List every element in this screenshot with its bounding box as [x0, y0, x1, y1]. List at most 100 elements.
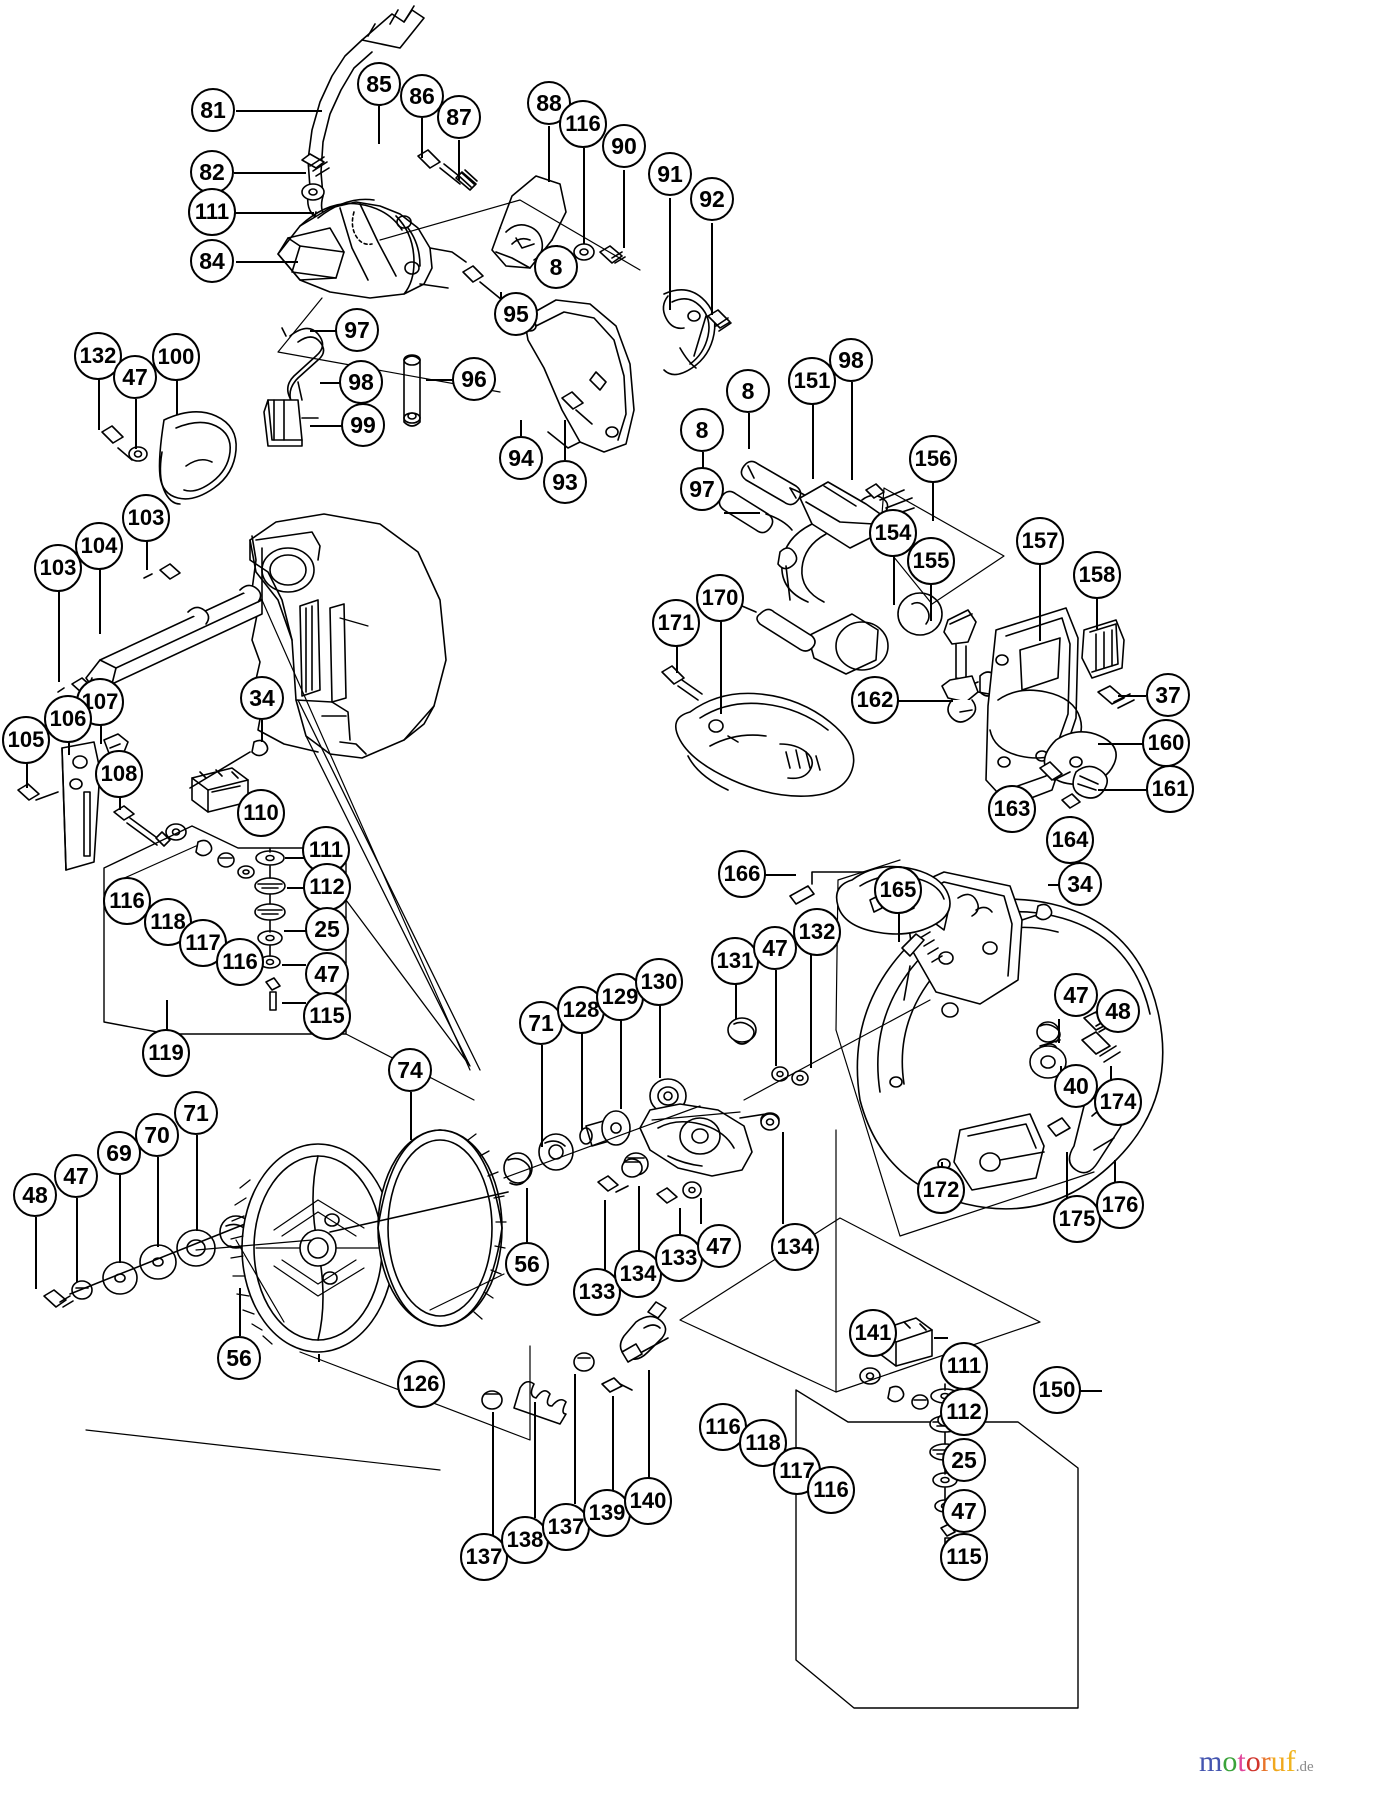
part-callout-8[interactable]: 8	[534, 245, 578, 289]
part-callout-131[interactable]: 131	[711, 937, 759, 985]
spring-lever-group	[481, 1301, 669, 1425]
part-callout-138[interactable]: 138	[501, 1516, 549, 1564]
part-callout-157[interactable]: 157	[1016, 517, 1064, 565]
part-callout-34[interactable]: 34	[1058, 862, 1102, 906]
part-callout-133[interactable]: 133	[655, 1234, 703, 1282]
leader-47c	[76, 1198, 78, 1282]
part-callout-137[interactable]: 137	[542, 1503, 590, 1551]
part-callout-105[interactable]: 105	[2, 716, 50, 764]
part-callout-163[interactable]: 163	[988, 785, 1036, 833]
part-callout-47[interactable]: 47	[113, 355, 157, 399]
part-callout-165[interactable]: 165	[874, 866, 922, 914]
part-callout-161[interactable]: 161	[1146, 765, 1194, 813]
part-callout-119[interactable]: 119	[142, 1029, 190, 1077]
part-callout-116[interactable]: 116	[807, 1466, 855, 1514]
part-callout-71[interactable]: 71	[519, 1001, 563, 1045]
part-callout-110[interactable]: 110	[237, 789, 285, 837]
part-callout-133[interactable]: 133	[573, 1268, 621, 1316]
part-callout-116[interactable]: 116	[559, 100, 607, 148]
part-callout-158[interactable]: 158	[1073, 551, 1121, 599]
part-callout-87[interactable]: 87	[437, 95, 481, 139]
part-callout-25[interactable]: 25	[942, 1438, 986, 1482]
part-callout-56[interactable]: 56	[505, 1242, 549, 1286]
leader-156	[932, 481, 934, 521]
part-callout-95[interactable]: 95	[494, 292, 538, 336]
part-callout-116[interactable]: 116	[216, 938, 264, 986]
part-callout-48[interactable]: 48	[1096, 989, 1140, 1033]
part-callout-47[interactable]: 47	[697, 1224, 741, 1268]
part-callout-160[interactable]: 160	[1142, 719, 1190, 767]
part-callout-47[interactable]: 47	[1054, 973, 1098, 1017]
part-callout-155[interactable]: 155	[907, 537, 955, 585]
part-callout-132[interactable]: 132	[793, 908, 841, 956]
part-callout-174[interactable]: 174	[1094, 1078, 1142, 1126]
part-callout-90[interactable]: 90	[602, 124, 646, 168]
part-callout-162[interactable]: 162	[851, 676, 899, 724]
part-callout-116[interactable]: 116	[103, 877, 151, 925]
part-callout-134[interactable]: 134	[614, 1250, 662, 1298]
part-callout-106[interactable]: 106	[44, 695, 92, 743]
part-callout-111[interactable]: 111	[188, 188, 236, 236]
part-callout-74[interactable]: 74	[388, 1048, 432, 1092]
part-callout-99[interactable]: 99	[341, 403, 385, 447]
part-callout-115[interactable]: 115	[303, 992, 351, 1040]
part-callout-47[interactable]: 47	[54, 1154, 98, 1198]
part-callout-98[interactable]: 98	[829, 338, 873, 382]
part-callout-97[interactable]: 97	[335, 308, 379, 352]
part-callout-71[interactable]: 71	[174, 1091, 218, 1135]
part-callout-84[interactable]: 84	[190, 239, 234, 283]
part-callout-8[interactable]: 8	[680, 408, 724, 452]
part-callout-130[interactable]: 130	[635, 958, 683, 1006]
part-callout-171[interactable]: 171	[652, 599, 700, 647]
part-callout-140[interactable]: 140	[624, 1477, 672, 1525]
part-callout-82[interactable]: 82	[190, 150, 234, 194]
part-callout-112[interactable]: 112	[940, 1388, 988, 1436]
part-callout-48[interactable]: 48	[13, 1173, 57, 1217]
part-callout-115[interactable]: 115	[940, 1533, 988, 1581]
part-callout-111[interactable]: 111	[940, 1342, 988, 1390]
part-callout-108[interactable]: 108	[95, 750, 143, 798]
part-callout-81[interactable]: 81	[191, 88, 235, 132]
part-callout-126[interactable]: 126	[397, 1360, 445, 1408]
part-callout-37[interactable]: 37	[1146, 673, 1190, 717]
part-callout-141[interactable]: 141	[849, 1309, 897, 1357]
part-callout-47[interactable]: 47	[753, 926, 797, 970]
part-callout-175[interactable]: 175	[1053, 1195, 1101, 1243]
part-callout-150[interactable]: 150	[1033, 1366, 1081, 1414]
part-callout-70[interactable]: 70	[135, 1113, 179, 1157]
part-callout-47[interactable]: 47	[942, 1489, 986, 1533]
part-callout-93[interactable]: 93	[543, 460, 587, 504]
part-callout-92[interactable]: 92	[690, 177, 734, 221]
part-callout-85[interactable]: 85	[357, 62, 401, 106]
part-callout-112[interactable]: 112	[303, 863, 351, 911]
part-callout-96[interactable]: 96	[452, 357, 496, 401]
part-callout-176[interactable]: 176	[1096, 1181, 1144, 1229]
part-callout-8[interactable]: 8	[726, 369, 770, 413]
part-callout-94[interactable]: 94	[499, 436, 543, 480]
part-callout-103[interactable]: 103	[122, 494, 170, 542]
part-callout-86[interactable]: 86	[400, 74, 444, 118]
part-callout-151[interactable]: 151	[788, 357, 836, 405]
part-callout-40[interactable]: 40	[1054, 1064, 1098, 1108]
part-callout-103[interactable]: 103	[34, 544, 82, 592]
part-callout-104[interactable]: 104	[75, 522, 123, 570]
part-callout-172[interactable]: 172	[917, 1166, 965, 1214]
part-callout-134[interactable]: 134	[771, 1223, 819, 1271]
part-callout-47[interactable]: 47	[305, 952, 349, 996]
part-callout-97[interactable]: 97	[680, 467, 724, 511]
part-callout-91[interactable]: 91	[648, 152, 692, 196]
part-callout-137[interactable]: 137	[460, 1533, 508, 1581]
part-callout-139[interactable]: 139	[583, 1489, 631, 1537]
part-callout-88[interactable]: 88	[527, 81, 571, 125]
part-callout-118[interactable]: 118	[144, 898, 192, 946]
part-callout-164[interactable]: 164	[1046, 816, 1094, 864]
part-callout-170[interactable]: 170	[696, 574, 744, 622]
part-callout-166[interactable]: 166	[718, 850, 766, 898]
part-callout-25[interactable]: 25	[305, 907, 349, 951]
part-callout-34[interactable]: 34	[240, 676, 284, 720]
part-callout-98[interactable]: 98	[339, 360, 383, 404]
part-callout-100[interactable]: 100	[152, 333, 200, 381]
part-callout-156[interactable]: 156	[909, 435, 957, 483]
part-callout-56[interactable]: 56	[217, 1336, 261, 1380]
part-callout-69[interactable]: 69	[97, 1131, 141, 1175]
